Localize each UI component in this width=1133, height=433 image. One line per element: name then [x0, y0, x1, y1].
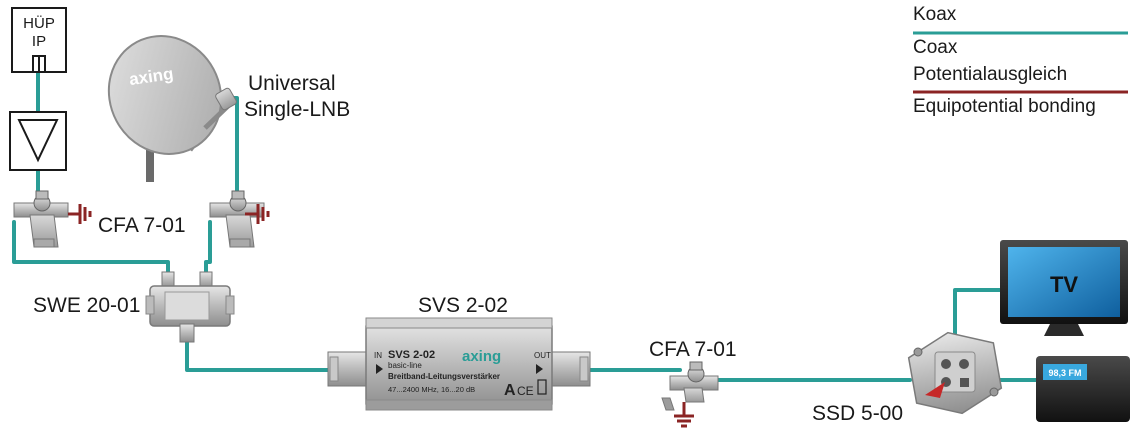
svs-label: SVS 2-02	[418, 294, 508, 317]
radio-display: 98,3 FM	[1048, 368, 1081, 378]
cfa-lower-label: CFA 7-01	[649, 338, 737, 361]
amplifier-symbol	[9, 111, 67, 171]
cfa-lower-block	[661, 361, 719, 411]
svs-port-out: OUT	[534, 351, 551, 360]
legend-bonding-de: Potentialausgleich	[913, 64, 1068, 85]
satellite-dish: axing	[107, 35, 237, 182]
swe-switch-device	[145, 271, 235, 343]
cable-swe-svs	[185, 340, 332, 372]
svs-brand-logo: axing	[462, 348, 501, 365]
svs-series-text: basic-line	[388, 361, 422, 370]
radio-device: 98,3 FM	[1036, 356, 1130, 422]
cable-lnb-cfa	[230, 96, 239, 207]
hup-socket-icon	[32, 55, 46, 72]
tv-device: TV	[1000, 240, 1128, 336]
ssd-socket-device	[907, 331, 1003, 415]
cable-ssd-tv	[953, 288, 1002, 352]
cfa-lower-ground-icon	[674, 402, 694, 428]
cfa-upper-label: CFA 7-01	[98, 214, 186, 237]
swe-label: SWE 20-01	[33, 294, 141, 317]
svs-desc-text: Breitband-Leitungsverstärker	[388, 372, 500, 381]
cable-cfa-swe-right	[204, 220, 212, 277]
legend-coax-en: Coax	[913, 37, 958, 58]
tv-label: TV	[1050, 272, 1078, 297]
svs-class-text: A	[504, 382, 516, 399]
svs-power-icon	[537, 379, 547, 395]
svs-model-text: SVS 2-02	[388, 349, 435, 361]
cfa-upper-left-ground-icon	[68, 204, 92, 224]
legend-bonding-en: Equipotential bonding	[913, 96, 1096, 117]
amplifier-triangle-icon	[17, 119, 59, 163]
cfa-upper-left-block	[13, 190, 69, 248]
svs-spec-text: 47...2400 MHz, 16...20 dB	[388, 385, 475, 394]
cfa-upper-right-ground-icon	[245, 204, 270, 224]
house-transfer-point: HÜP IP	[11, 7, 67, 73]
svs-ce-mark: CE	[517, 384, 534, 398]
cable-cfa-swe-left	[12, 220, 170, 277]
legend-coax-de: Koax	[913, 4, 957, 25]
svs-port-in: IN	[374, 351, 382, 360]
lnb-icon	[215, 87, 237, 111]
hup-label-line1: HÜP	[23, 14, 55, 32]
cfa-upper-right-block	[209, 190, 265, 248]
svs-amplifier-device: IN SVS 2-02 basic-line Breitband-Leitung…	[327, 317, 591, 411]
lnb-label-line1: Universal	[248, 72, 336, 95]
hup-label-line2: IP	[32, 33, 46, 50]
lnb-label-line2: Single-LNB	[244, 98, 351, 121]
ssd-label: SSD 5-00	[812, 402, 904, 425]
